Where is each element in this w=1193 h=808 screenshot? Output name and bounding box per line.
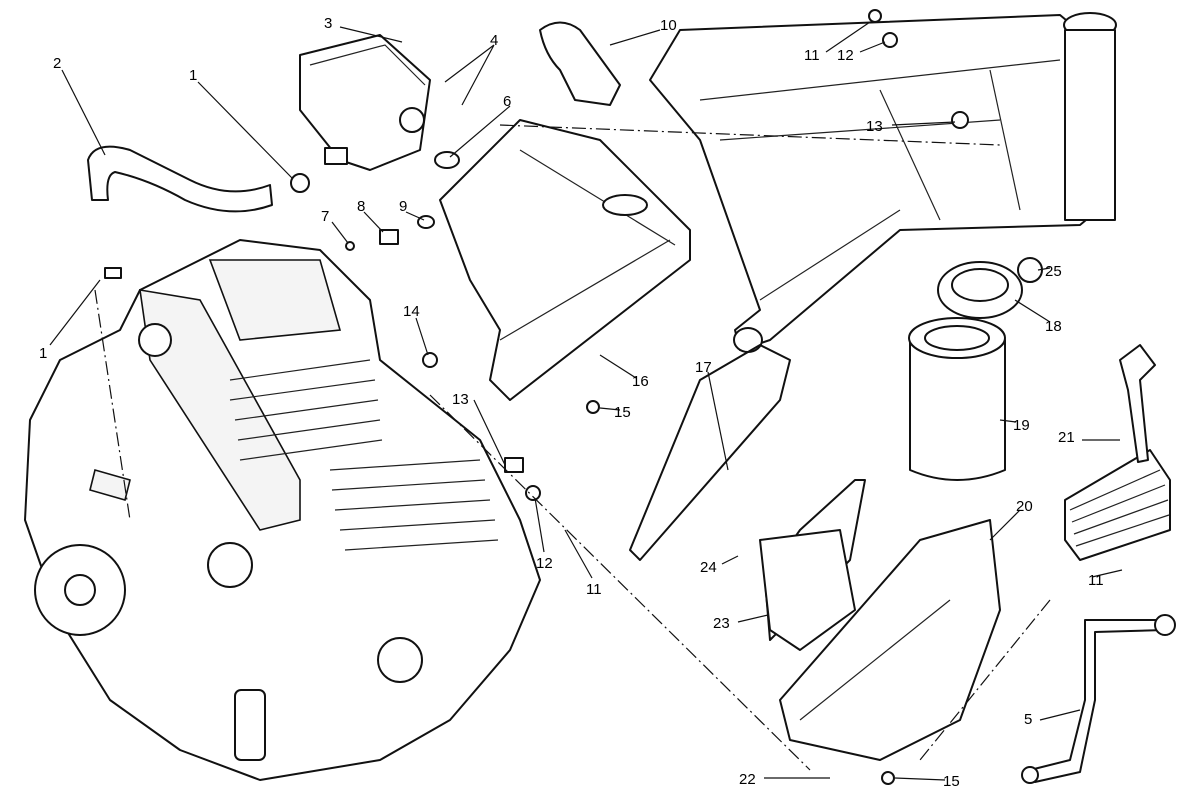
- callout-10: 10: [660, 17, 677, 34]
- small-fasteners: [104, 9, 969, 785]
- callout-2: 2: [53, 55, 61, 72]
- engine: [24, 239, 541, 781]
- callout-14: 14: [403, 303, 420, 320]
- breather-reservoir: [299, 34, 431, 171]
- callout-9: 9: [399, 198, 407, 215]
- clip: [1017, 257, 1043, 283]
- callout-13: 13: [866, 118, 883, 135]
- callout-23: 23: [713, 615, 730, 632]
- callout-5: 5: [1024, 711, 1032, 728]
- airbox-cover: [439, 119, 691, 401]
- lower-airbox: [779, 519, 1001, 761]
- callout-25: 25: [1045, 263, 1062, 280]
- airbox-gasket: [629, 344, 791, 561]
- callout-1b: 1: [39, 345, 47, 362]
- callout-12: 12: [837, 47, 854, 64]
- intake-elbow: [539, 21, 621, 106]
- callout-16: 16: [632, 373, 649, 390]
- callout-24: 24: [700, 559, 717, 576]
- callouts: 3 4 10 11 12 2 1 6 13 7 8 9 25 1 14 18 1…: [39, 15, 1104, 790]
- air-filter: [908, 317, 1006, 481]
- callout-6: 6: [503, 93, 511, 110]
- callout-20: 20: [1016, 498, 1033, 515]
- callout-17: 17: [695, 359, 712, 376]
- filter-cap: [937, 261, 1023, 319]
- callout-18: 18: [1045, 318, 1062, 335]
- callout-11: 11: [804, 47, 820, 64]
- frame: [649, 12, 1117, 353]
- callout-21: 21: [1058, 429, 1075, 446]
- callout-15: 15: [614, 404, 631, 421]
- voltage-regulator: [1064, 344, 1171, 561]
- leader-lines: [49, 21, 1123, 781]
- callout-3: 3: [324, 15, 332, 32]
- callout-11b: 11: [586, 581, 602, 598]
- callout-11c: 11: [1088, 572, 1104, 589]
- callout-8: 8: [357, 198, 365, 215]
- callout-13b: 13: [452, 391, 469, 408]
- callout-1: 1: [189, 67, 197, 84]
- callout-19: 19: [1013, 417, 1030, 434]
- breather-hose: [87, 145, 273, 213]
- callout-15b: 15: [943, 773, 960, 790]
- callout-22: 22: [739, 771, 756, 788]
- callout-4: 4: [490, 32, 498, 49]
- callout-7: 7: [321, 208, 329, 225]
- callout-12b: 12: [536, 555, 553, 572]
- oil-pipe: [1029, 619, 1166, 783]
